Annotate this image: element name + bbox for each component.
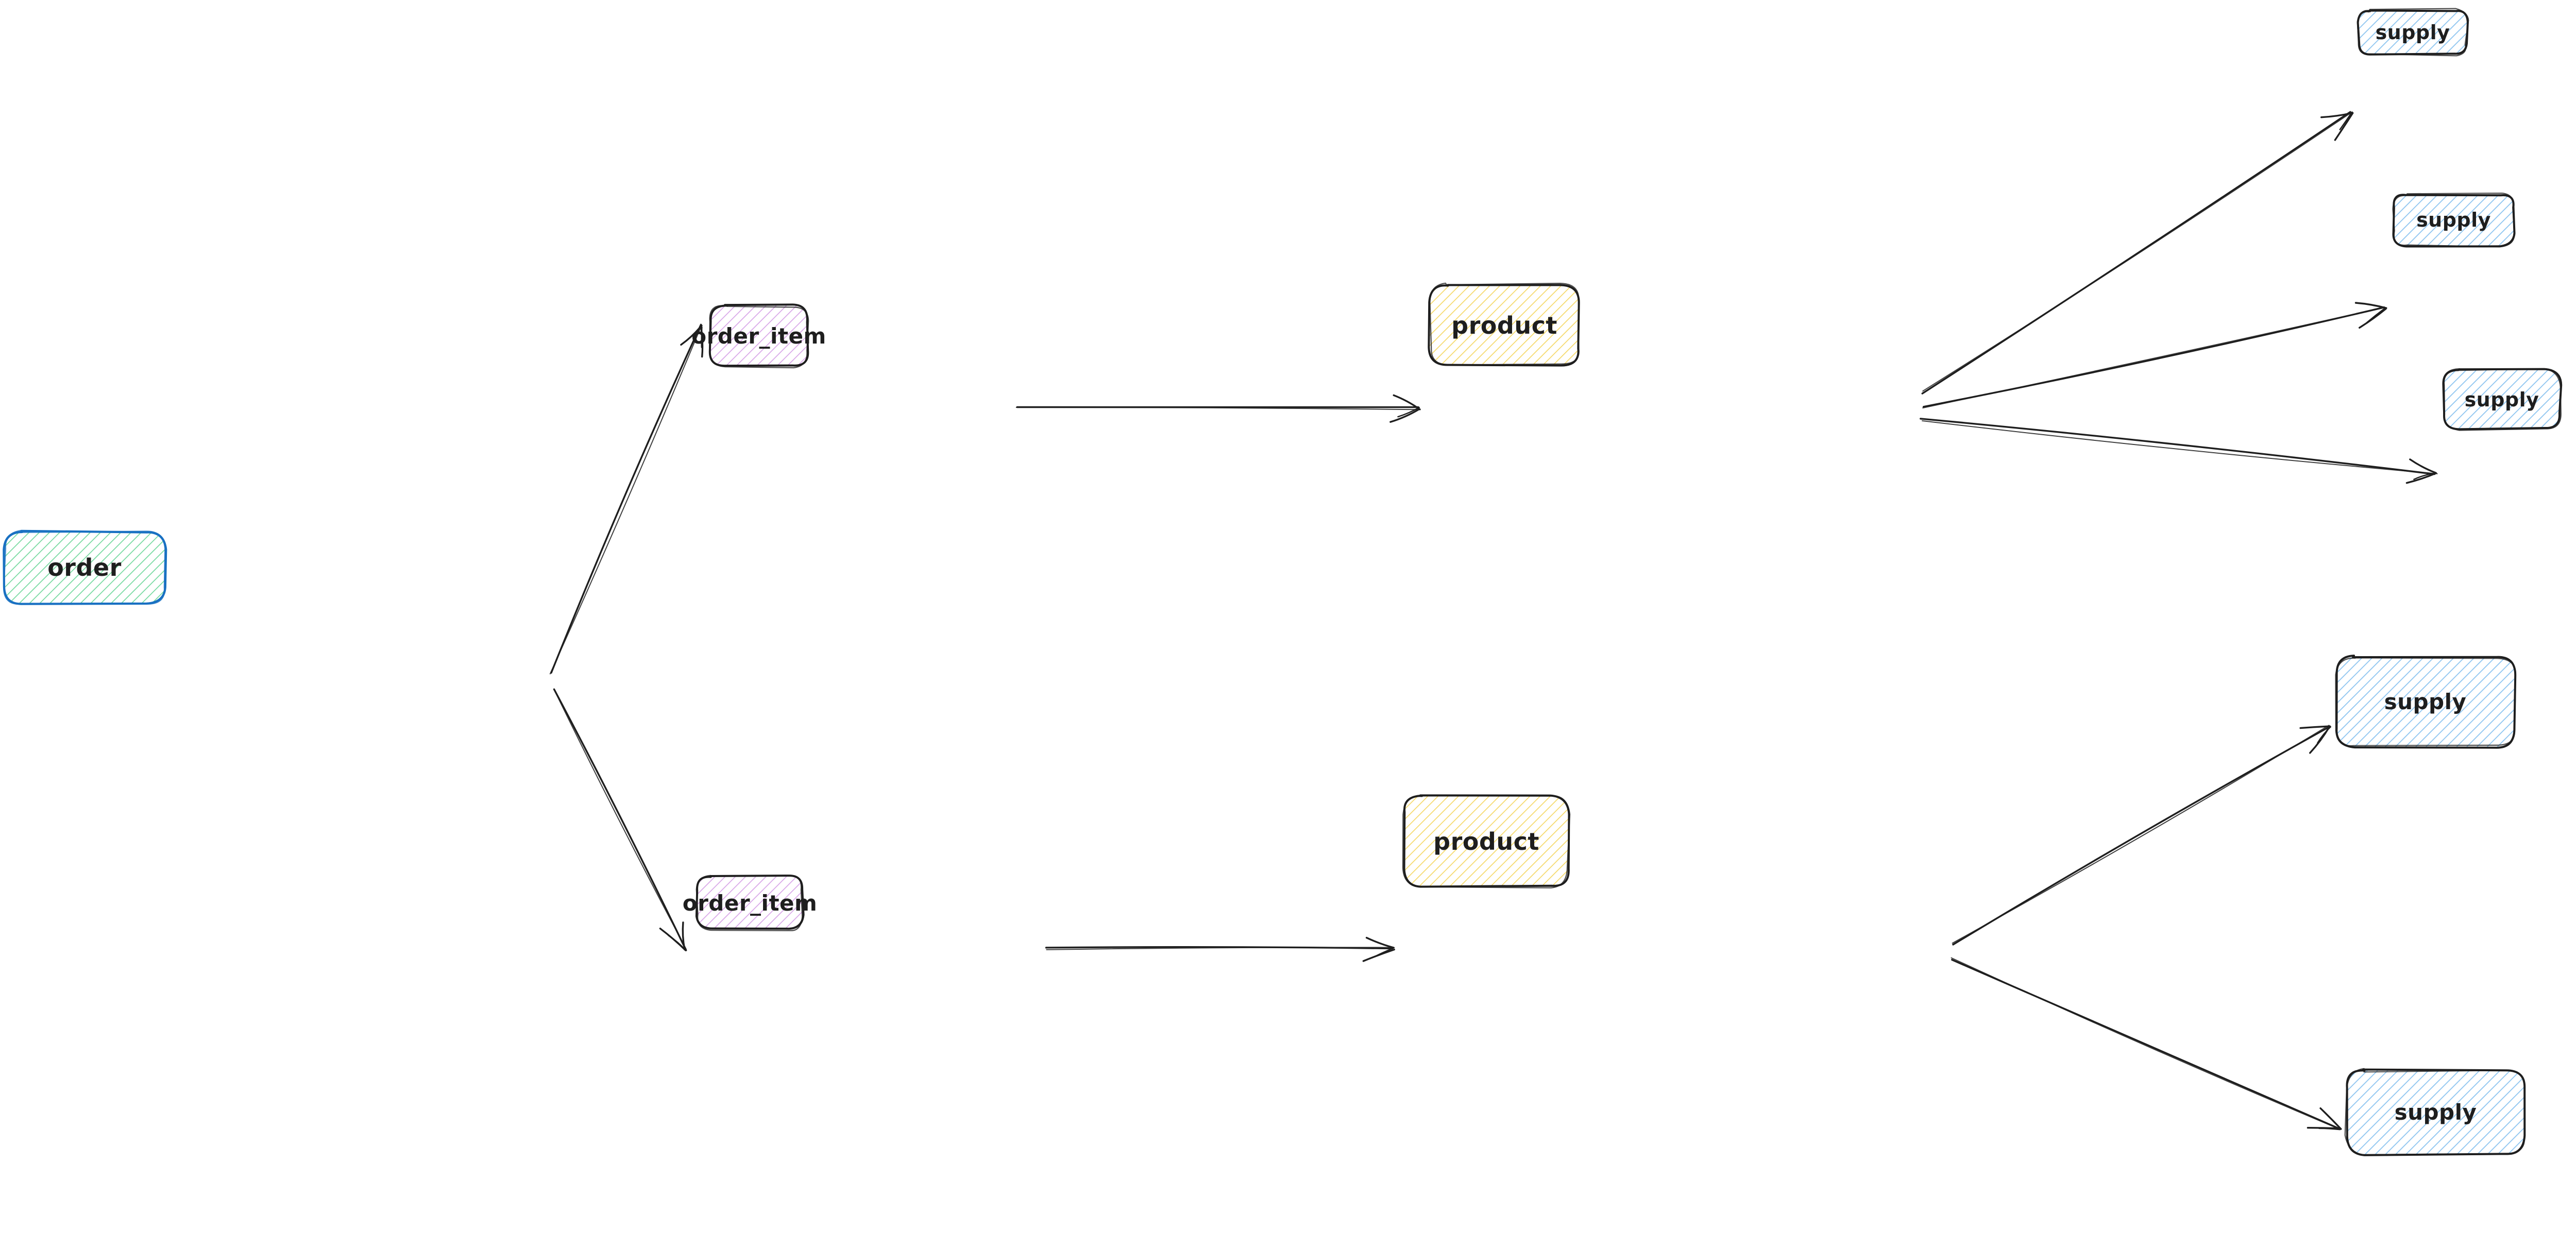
node-product_1[interactable] [1428, 282, 1580, 367]
node-order_item_2[interactable] [695, 875, 805, 932]
edge-product_1-to-supply_2[interactable] [1922, 302, 2387, 408]
edge-order_item_2-to-product_2[interactable] [1045, 937, 1395, 962]
edge-product_1-to-supply_1[interactable] [1921, 111, 2354, 395]
node-supply_3[interactable] [2442, 368, 2563, 431]
node-outline-order_item_2 [696, 875, 803, 932]
edge-order-to-order_item_2[interactable] [553, 688, 687, 951]
node-fill-order [4, 532, 165, 604]
node-outline-supply_5 [2344, 1068, 2526, 1156]
node-outline-product_2 [1402, 795, 1571, 888]
node-hit-supply_1[interactable] [2359, 10, 2467, 55]
node-fill-product_1 [1430, 285, 1579, 366]
node-supply_4[interactable] [2335, 655, 2517, 749]
node-hit-product_2[interactable] [1404, 796, 1569, 887]
node-outline-order [3, 529, 166, 605]
node-fill-supply_5 [2347, 1070, 2524, 1154]
node-hit-order_item_2[interactable] [697, 877, 803, 929]
node-fill-supply_1 [2359, 10, 2467, 55]
edge-order_item_1-to-product_1[interactable] [1015, 394, 1421, 423]
edge-order-to-order_item_1[interactable] [549, 323, 704, 675]
node-fill-order_item_1 [710, 305, 808, 366]
node-fill-supply_3 [2443, 370, 2561, 429]
node-hit-supply_3[interactable] [2443, 370, 2561, 429]
node-outline-supply_3 [2442, 368, 2563, 431]
node-outline-supply_3 [2442, 368, 2562, 431]
node-fill-product_2 [1404, 796, 1569, 887]
node-hit-order[interactable] [4, 532, 165, 604]
node-outline-supply_1 [2357, 8, 2469, 57]
node-outline-supply_2 [2392, 193, 2515, 248]
edge-product_2-to-supply_5[interactable] [1951, 957, 2342, 1131]
node-hit-supply_4[interactable] [2336, 657, 2514, 747]
node-layer [3, 8, 2563, 1156]
node-hit-product_1[interactable] [1430, 285, 1579, 366]
node-order[interactable] [3, 529, 167, 605]
node-order_item_1[interactable] [708, 303, 809, 369]
node-fill-order_item_2 [697, 877, 803, 929]
node-hit-supply_2[interactable] [2393, 194, 2514, 246]
edge-layer [549, 111, 2438, 1131]
node-hit-supply_5[interactable] [2347, 1070, 2524, 1154]
node-hit-order_item_1[interactable] [710, 305, 808, 366]
edge-product_1-to-supply_3[interactable] [1920, 418, 2438, 484]
node-outline-product_1 [1429, 282, 1580, 366]
node-product_2[interactable] [1402, 794, 1571, 888]
edge-product_2-to-supply_4[interactable] [1952, 725, 2331, 946]
node-supply_5[interactable] [2344, 1068, 2526, 1156]
node-fill-supply_4 [2336, 657, 2514, 747]
node-supply_1[interactable] [2357, 8, 2469, 57]
node-outline-order_item_1 [709, 305, 809, 369]
node-supply_2[interactable] [2392, 193, 2516, 248]
node-fill-supply_2 [2393, 194, 2514, 246]
node-outline-supply_4 [2335, 657, 2516, 747]
